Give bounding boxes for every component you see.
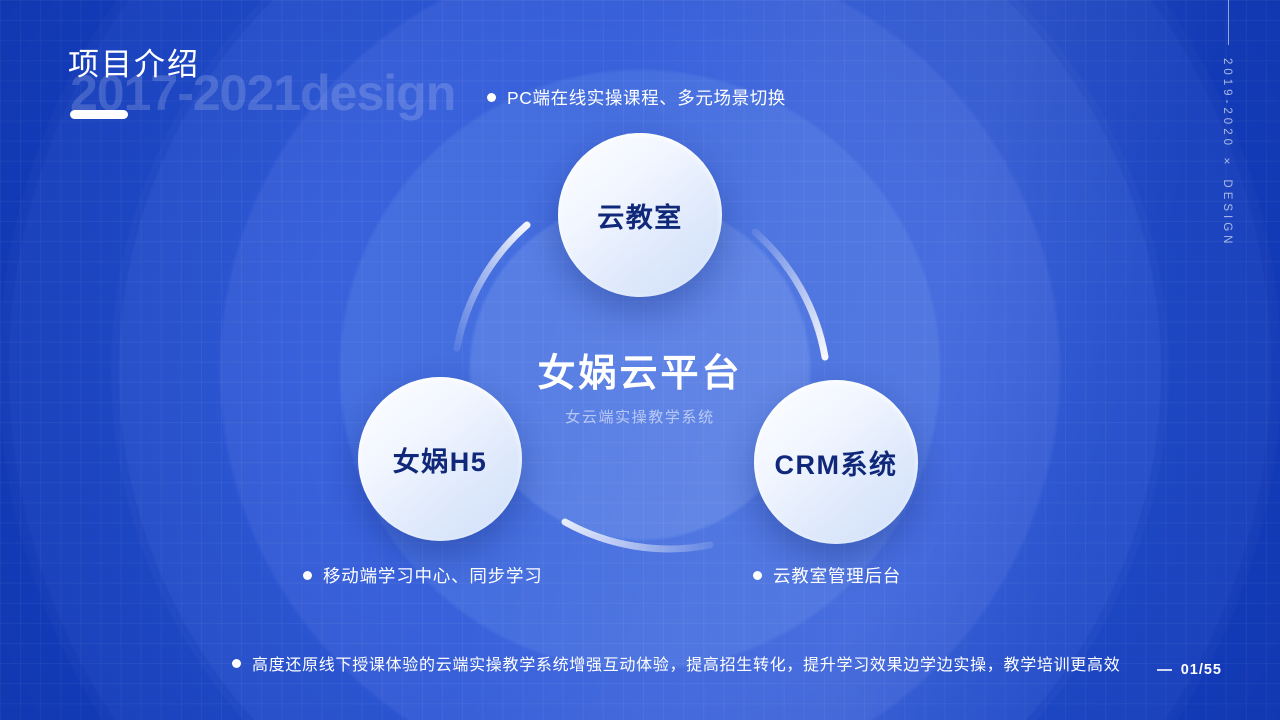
bullet-row-classroom-admin: 云教室管理后台: [753, 563, 901, 588]
footer-summary-text: 高度还原线下授课体验的云端实操教学系统增强互动体验，提高招生转化，提升学习效果边…: [252, 657, 1121, 674]
page-number-block: 01/55: [1156, 662, 1222, 678]
node-label: 云教室: [597, 202, 683, 233]
page-title: 项目介绍: [68, 47, 200, 82]
bullet-dot-icon: [303, 571, 312, 580]
node-label: 女娲H5: [392, 446, 488, 477]
node-cloud-classroom[interactable]: 云教室: [558, 133, 722, 297]
bullet-row-mobile-learning: 移动端学习中心、同步学习: [303, 563, 543, 588]
center-subtitle: 女云端实操教学系统: [565, 408, 715, 426]
footer-summary-row: 高度还原线下授课体验的云端实操教学系统增强互动体验，提高招生转化，提升学习效果边…: [232, 651, 1120, 675]
top-note-text: PC端在线实操课程、多元场景切换: [507, 88, 786, 108]
node-nuwa-h5[interactable]: 女娲H5: [358, 377, 522, 541]
rail-vertical-text: 2019-2020 × DESIGN: [1221, 58, 1233, 248]
bullet-dot-icon: [487, 93, 496, 102]
top-note-row: PC端在线实操课程、多元场景切换: [487, 85, 786, 110]
bullet-text: 移动端学习中心、同步学习: [323, 566, 543, 586]
page-number-text: 01/55: [1180, 662, 1222, 678]
bullet-dot-icon: [232, 658, 241, 668]
center-title: 女娲云平台: [537, 353, 743, 395]
page-title-block: 2017-2021design 项目介绍: [68, 46, 828, 138]
rail-divider-line: [1228, 0, 1229, 45]
page-dash-icon: [1156, 669, 1172, 671]
center-label-block: 女娲云平台 女云端实操教学系统: [440, 353, 840, 427]
node-label: CRM系统: [774, 449, 898, 480]
node-crm-system[interactable]: CRM系统: [754, 380, 918, 544]
ghost-title-text: 2017-2021design: [70, 65, 456, 121]
bullet-text: 云教室管理后台: [773, 566, 902, 586]
title-underline-bar: [70, 110, 128, 119]
bullet-dot-icon: [753, 571, 762, 580]
